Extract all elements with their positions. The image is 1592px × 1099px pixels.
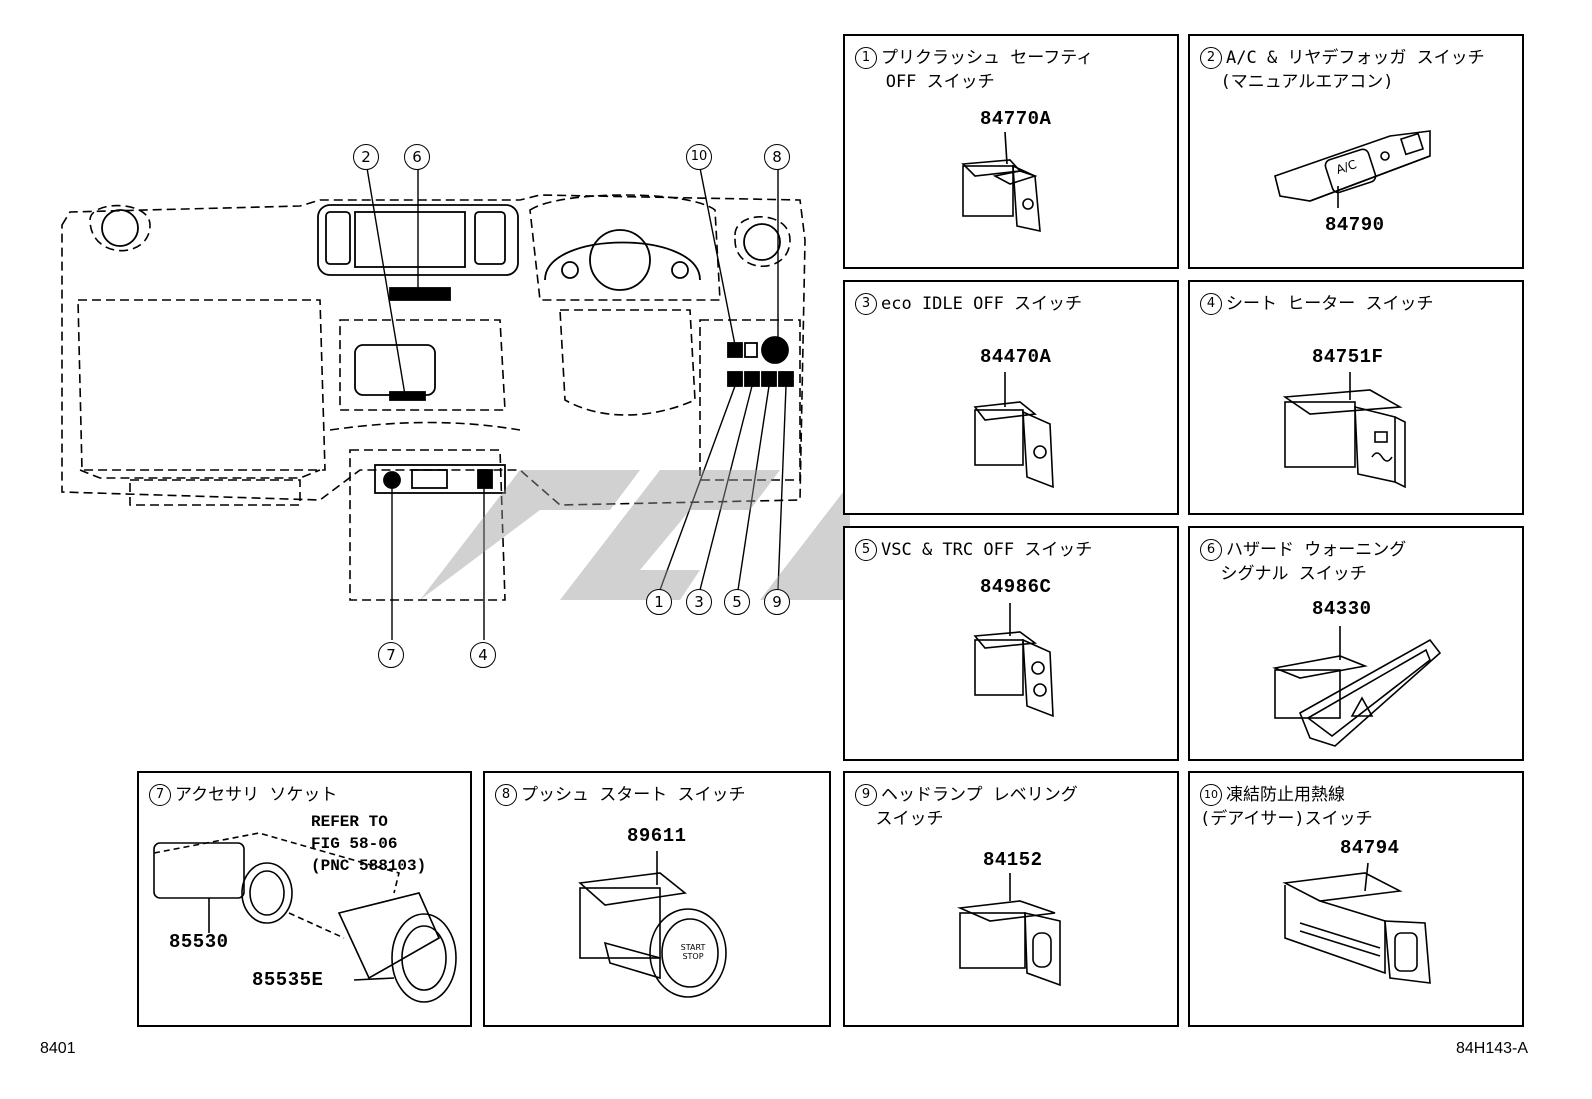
panel-title-line2: OFF スイッチ: [855, 72, 995, 92]
callout-9: 9: [764, 589, 790, 615]
part-number: 84790: [1325, 214, 1385, 236]
panel-title-line2: (マニュアルエアコン): [1200, 72, 1394, 92]
panel-title: VSC & TRC OFF スイッチ: [881, 540, 1093, 560]
dashboard-illustration: [61, 167, 850, 640]
panel-title: プリクラッシュ セーフティ: [881, 48, 1094, 68]
switch-illustration: [973, 372, 1054, 489]
part-number-2: 85535E: [252, 969, 324, 991]
panel-title-line2: シグナル スイッチ: [1200, 564, 1367, 584]
panel-number: 9: [855, 784, 877, 806]
callout-4: 4: [470, 642, 496, 668]
switch-illustration: [961, 131, 1041, 233]
switch-illustration: [1282, 862, 1431, 984]
switch-illustration: [956, 873, 1061, 987]
part-number: 84770A: [980, 108, 1052, 130]
panel-title: A/C & リヤデフォッガ スイッチ: [1226, 48, 1485, 68]
panel-title: ヘッドランプ レベリング: [881, 785, 1078, 805]
panel-title-line2: (デアイサー)スイッチ: [1200, 809, 1373, 829]
panel-number: 2: [1200, 47, 1222, 69]
panel-number: 4: [1200, 293, 1222, 315]
callout-1: 1: [646, 589, 672, 615]
panel-number: 1: [855, 47, 877, 69]
part-number: 84794: [1340, 837, 1400, 859]
part-number: 84986C: [980, 576, 1052, 598]
callout-10: 10: [686, 144, 712, 170]
socket-illustration: [153, 832, 457, 1003]
panel-title: シート ヒーター スイッチ: [1226, 294, 1434, 314]
switch-illustration: [1274, 130, 1431, 208]
part-number: 84470A: [980, 346, 1052, 368]
part-number: 84751F: [1312, 346, 1384, 368]
callout-2: 2: [353, 144, 379, 170]
panel-number: 10: [1200, 784, 1222, 806]
panel-number: 7: [149, 784, 171, 806]
panel-number: 3: [855, 293, 877, 315]
panel-title: 凍結防止用熱線: [1226, 785, 1345, 805]
panel-number: 6: [1200, 539, 1222, 561]
part-number: 89611: [627, 825, 687, 847]
panel-title: eco IDLE OFF スイッチ: [881, 294, 1083, 314]
switch-illustration: [1272, 626, 1442, 747]
callout-8: 8: [764, 144, 790, 170]
callout-7: 7: [378, 642, 404, 668]
callout-6: 6: [404, 144, 430, 170]
panel-title: ハザード ウォーニング: [1226, 540, 1407, 560]
switch-illustration: [973, 603, 1054, 718]
callout-5: 5: [724, 589, 750, 615]
part-number: 84152: [983, 849, 1043, 871]
part-number: 85530: [169, 931, 229, 953]
part-number: 84330: [1312, 598, 1372, 620]
panel-title: アクセサリ ソケット: [175, 785, 338, 805]
footer-code-left: 8401: [40, 1040, 76, 1057]
footer-code-right: 84H143-A: [1456, 1040, 1529, 1057]
callout-3: 3: [686, 589, 712, 615]
switch-illustration: [578, 851, 727, 998]
switch-illustration: [1282, 372, 1406, 489]
start-stop-label: START STOP: [680, 943, 706, 961]
panel-title-line2: スイッチ: [855, 809, 944, 829]
panel-number: 8: [495, 784, 517, 806]
panel-number: 5: [855, 539, 877, 561]
panel-title: プッシュ スタート スイッチ: [521, 785, 746, 805]
